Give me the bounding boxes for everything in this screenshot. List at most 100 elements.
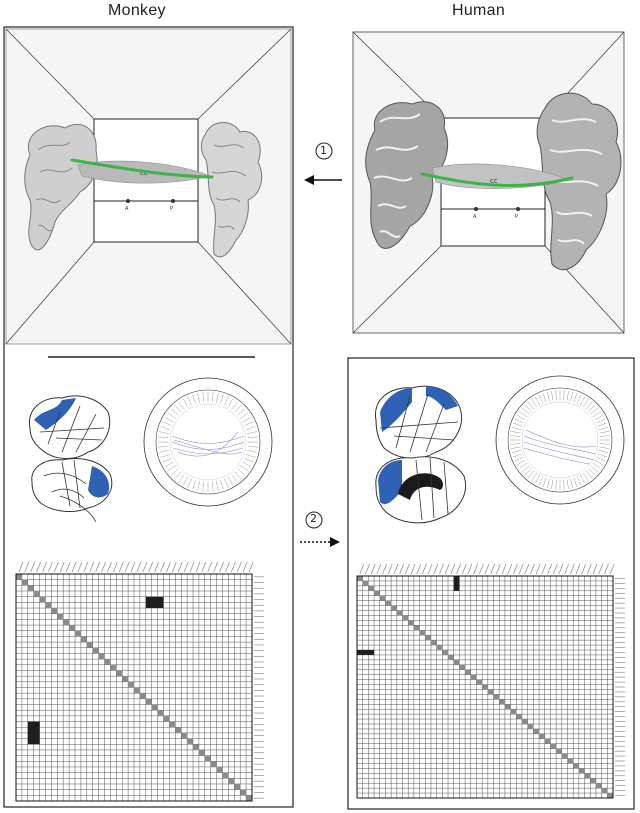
- matrix-diagonal-cell: [539, 733, 545, 739]
- connectogram-node-tick: [247, 445, 258, 448]
- matrix-diagonal-cell: [368, 585, 375, 591]
- matrix-column-label-stub: [59, 561, 65, 573]
- connectogram-node-tick: [527, 401, 535, 410]
- connectogram-node-tick: [542, 477, 547, 488]
- connectogram-node-tick: [538, 394, 544, 404]
- connectogram-node-tick: [527, 470, 535, 479]
- connectogram-node-tick: [511, 450, 522, 454]
- connectogram-node-tick: [570, 391, 574, 402]
- matrix-column-label-stub: [575, 563, 581, 575]
- matrix-diagonal-cell: [567, 758, 574, 764]
- matrix-diagonal-cell: [134, 687, 140, 694]
- connectogram-node-tick: [162, 421, 172, 426]
- matrix-column-label-stub: [547, 563, 552, 575]
- matrix-diagonal-cell: [419, 630, 426, 636]
- matrix-column-label-stub: [154, 561, 159, 573]
- matrix-diagonal-cell: [493, 694, 500, 700]
- connectogram-node-tick: [585, 470, 593, 479]
- matrix-column-label-stub: [54, 561, 59, 573]
- connectogram-node-tick: [244, 458, 254, 463]
- matrix-column-label-stub: [89, 561, 95, 573]
- connectogram-node-tick: [170, 408, 179, 416]
- matrix-column-label-stub: [535, 563, 541, 575]
- matrix-column-label-stub: [450, 563, 456, 575]
- human-panel: cc A P: [347, 31, 635, 810]
- monkey-panel: cc A P: [3, 26, 294, 808]
- matrix-diagonal-cell: [122, 676, 129, 682]
- matrix-column-label-stub: [95, 561, 100, 573]
- connectogram-node-tick: [211, 392, 214, 403]
- connectogram-node-tick: [182, 398, 189, 408]
- matrix-column-label-stub: [598, 563, 604, 575]
- connectogram-node-tick: [167, 412, 176, 419]
- matrix-column-label-stub: [467, 563, 473, 575]
- human-cc-label: cc: [490, 177, 498, 185]
- connectogram-node-tick: [592, 411, 602, 418]
- matrix-diagonal-cell: [385, 600, 392, 606]
- matrix-diagonal-cell: [487, 689, 494, 695]
- matrix-diagonal-cell: [510, 709, 517, 715]
- connectogram-node-tick: [534, 474, 541, 484]
- matrix-diagonal-cell: [39, 596, 46, 603]
- connectogram-node-tick: [227, 476, 234, 486]
- connectogram-node-tick: [192, 394, 196, 405]
- connectogram-node-tick: [224, 396, 229, 406]
- matrix-column-label-stub: [207, 561, 213, 573]
- connectogram-node-tick: [563, 479, 565, 490]
- matrix-diagonal-cell: [157, 710, 164, 716]
- matrix-column-label-stub: [18, 561, 24, 573]
- connectogram-node-tick: [511, 426, 522, 430]
- connectogram-node-tick: [546, 478, 550, 489]
- connectogram-node-tick: [220, 394, 224, 405]
- matrix-dark-block: [27, 721, 40, 745]
- matrix-diagonal-cell: [516, 714, 522, 720]
- connectogram-node-tick: [247, 450, 257, 453]
- connectogram-node-tick: [244, 421, 254, 426]
- matrix-column-label-stub: [456, 563, 461, 575]
- matrix-diagonal-cell: [607, 793, 613, 798]
- matrix-diagonal-cell: [425, 635, 431, 641]
- connectogram-node-tick: [524, 404, 532, 412]
- connectogram-node-tick: [237, 408, 246, 416]
- matrix-diagonal-cell: [198, 749, 205, 756]
- connectogram-node-tick: [516, 414, 526, 421]
- connectogram-node-tick: [588, 468, 596, 476]
- matrix-column-label-stub: [83, 561, 89, 573]
- matrix-column-label-stub: [552, 563, 558, 575]
- human-brain-scene: cc A P: [352, 31, 625, 334]
- matrix-column-label-stub: [484, 563, 490, 575]
- connectogram-node-tick: [531, 398, 538, 408]
- connectogram-node-tick: [178, 401, 185, 410]
- connectogram-node-tick: [579, 396, 586, 406]
- connectogram-node-tick: [162, 458, 172, 463]
- connectogram-node-tick: [216, 393, 219, 403]
- connectogram-node-tick: [596, 456, 606, 462]
- matrix-diagonal-cell: [595, 783, 602, 789]
- matrix-diagonal-cell: [104, 659, 111, 665]
- matrix-column-label-stub: [541, 563, 547, 575]
- matrix-diagonal-cell: [181, 732, 188, 739]
- matrix-diagonal-cell: [193, 744, 199, 750]
- matrix-diagonal-cell: [504, 704, 511, 710]
- matrix-diagonal-cell: [63, 619, 70, 626]
- matrix-column-label-stub: [118, 561, 124, 573]
- matrix-diagonal-cell: [139, 693, 146, 699]
- matrix-diagonal-cell: [98, 653, 105, 660]
- matrix-diagonal-cell: [92, 647, 99, 654]
- connectogram-node-tick: [566, 479, 569, 490]
- step-one-number: 1: [320, 144, 327, 157]
- matrix-diagonal-cell: [402, 615, 409, 621]
- matrix-column-label-stub: [507, 563, 513, 575]
- connectogram-node-tick: [245, 426, 256, 430]
- matrix-column-label-stub: [124, 561, 130, 573]
- matrix-diagonal-cell: [584, 773, 591, 779]
- connectogram-node-tick: [590, 465, 599, 473]
- matrix-column-label-stub: [42, 561, 47, 573]
- matrix-column-label-stub: [427, 563, 433, 575]
- matrix-diagonal-cell: [216, 766, 223, 773]
- matrix-diagonal-cell: [210, 761, 217, 767]
- human-fiber-tract: [420, 172, 574, 188]
- step-two-arrow: [300, 511, 340, 547]
- matrix-column-label-stub: [183, 561, 189, 573]
- matrix-column-label-stub: [77, 561, 83, 573]
